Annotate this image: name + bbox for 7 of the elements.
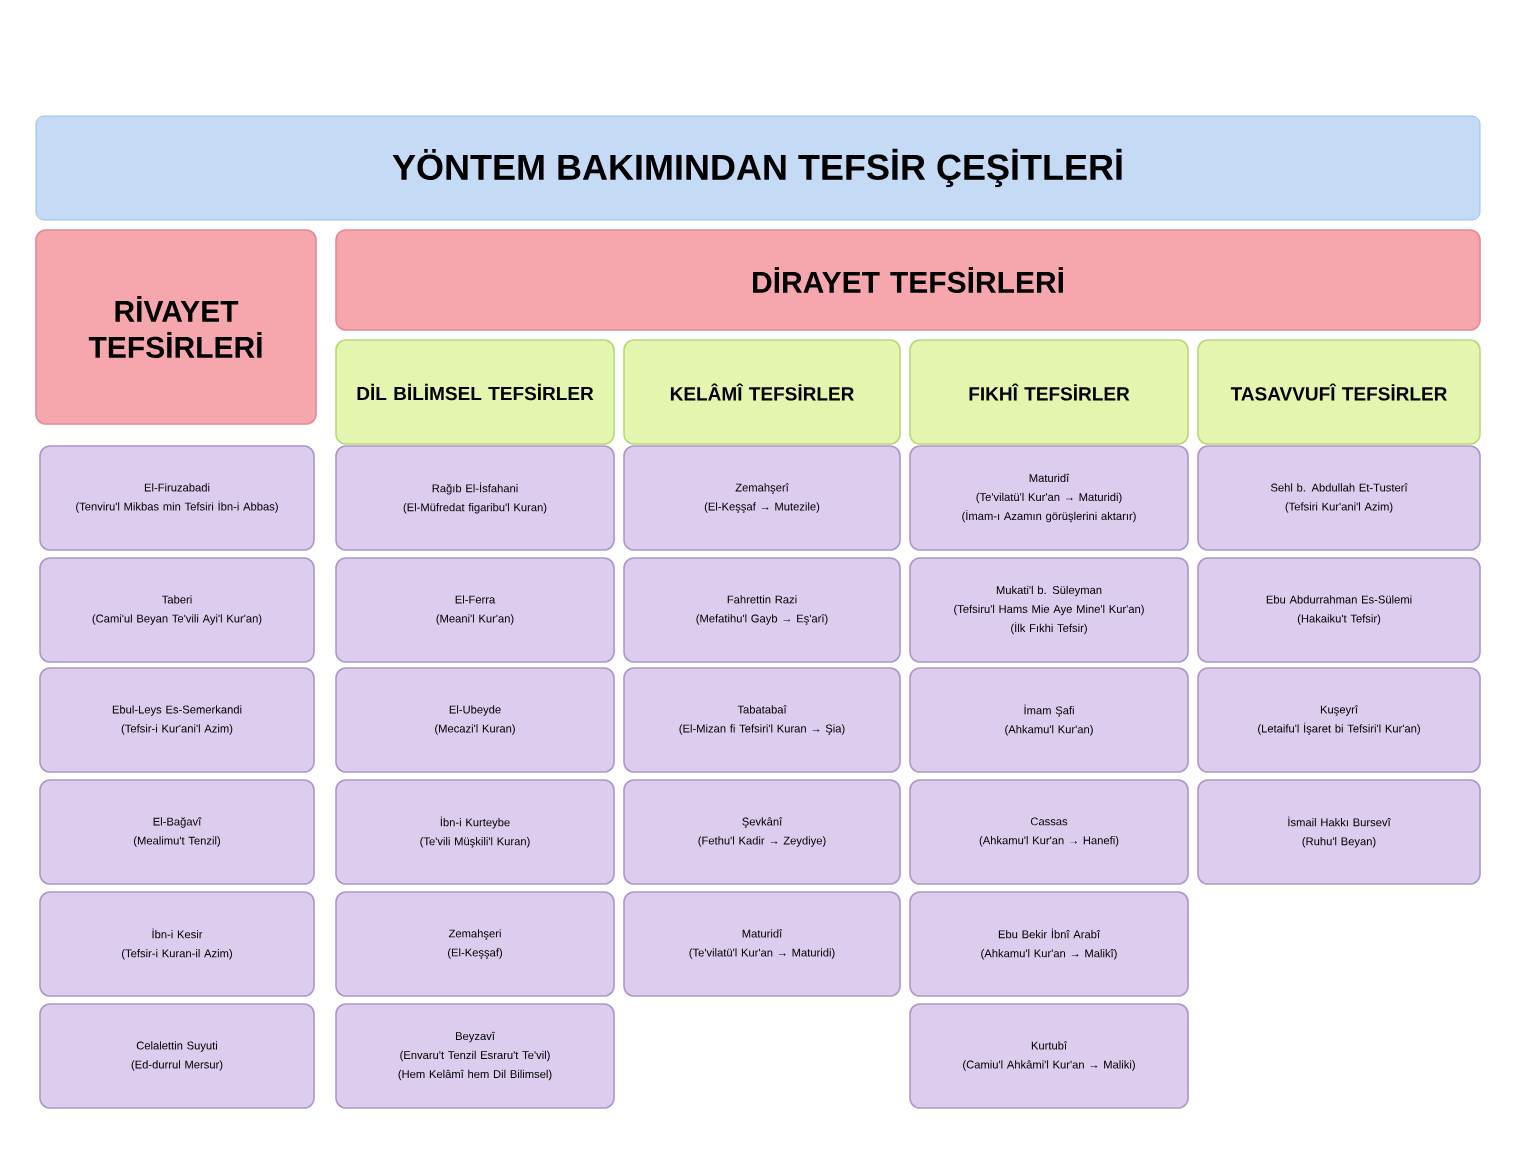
category-box: DİL BİLİMSEL TEFSİRLER: [335, 339, 615, 445]
category-box: TASAVVUFÎ TEFSİRLER: [1197, 339, 1481, 445]
category-box: FIKHÎ TEFSİRLER: [909, 339, 1189, 445]
title-banner: YÖNTEM BAKIMINDAN TEFSİR ÇEŞİTLERİ: [35, 115, 1481, 221]
header-box: RİVAYET TEFSİRLERİ: [35, 229, 317, 425]
category-box: KELÂMÎ TEFSİRLER: [623, 339, 901, 445]
header-box: DİRAYET TEFSİRLERİ: [335, 229, 1481, 331]
